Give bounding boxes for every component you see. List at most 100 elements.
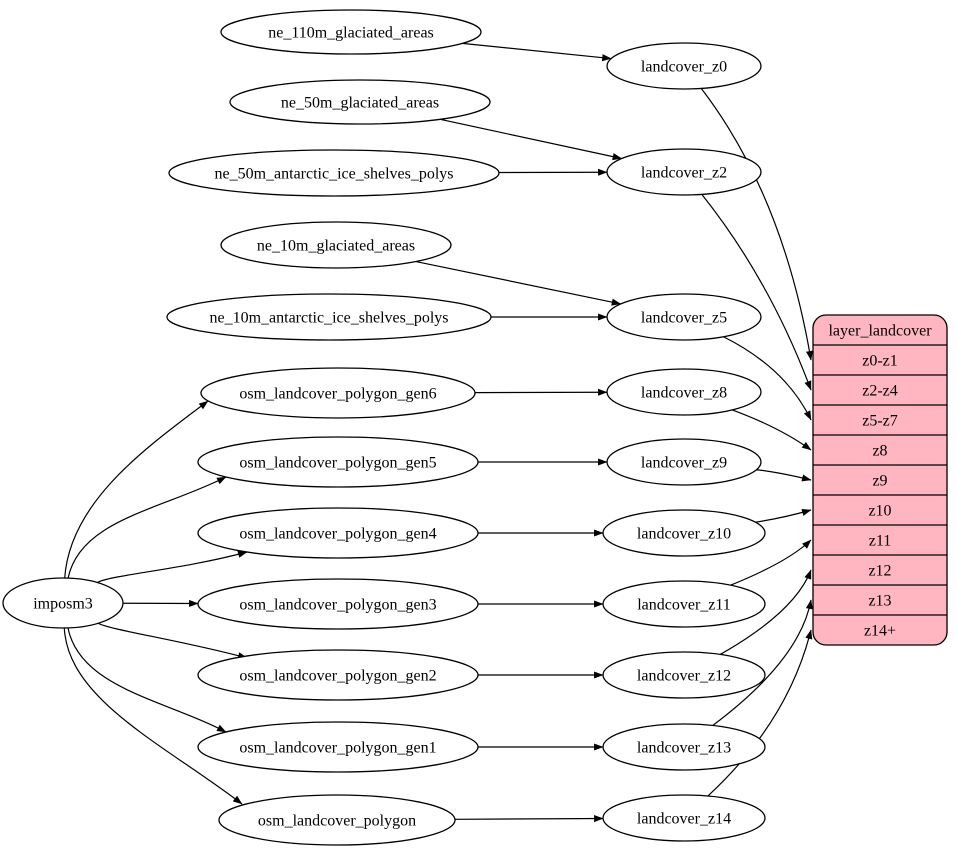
node-label-osm_landcover_polygon_gen4: osm_landcover_polygon_gen4 bbox=[239, 526, 436, 543]
edge-landcover_z2-to-layer_landcover-z2-z4 bbox=[701, 194, 812, 391]
node-shape-landcover_z13 bbox=[602, 723, 766, 771]
edge-landcover_z10-to-layer_landcover-z10 bbox=[755, 509, 812, 523]
node-landcover_z0: landcover_z0 bbox=[606, 42, 762, 90]
node-landcover_z13: landcover_z13 bbox=[602, 723, 766, 771]
node-layer: imposm3 ne_110m_glaciated_areas ne_50m_gla… bbox=[2, 9, 948, 846]
node-label-landcover_z10: landcover_z10 bbox=[637, 526, 731, 543]
record-row-z12: z12 bbox=[868, 563, 891, 580]
node-label-ne_50m_glaciated_areas: ne_50m_glaciated_areas bbox=[281, 95, 439, 112]
edge-ne_110m_glaciated_areas-to-landcover_z0 bbox=[462, 42, 612, 62]
node-shape-landcover_z11 bbox=[602, 580, 766, 628]
record-row-z5-z7: z5-z7 bbox=[862, 413, 898, 430]
record-row-z2-z4: z2-z4 bbox=[862, 383, 898, 400]
record-row-z8: z8 bbox=[872, 443, 887, 460]
node-label-landcover_z0: landcover_z0 bbox=[641, 59, 727, 76]
node-landcover_z14: landcover_z14 bbox=[602, 794, 766, 842]
node-shape-osm_landcover_polygon_gen3 bbox=[197, 578, 479, 630]
edge-ne_50m_glaciated_areas-to-landcover_z2 bbox=[440, 118, 623, 161]
node-ne_10m_antarctic_ice_shelves_polys: ne_10m_antarctic_ice_shelves_polys bbox=[166, 293, 492, 341]
record-row-z0-z1: z0-z1 bbox=[862, 353, 898, 370]
node-ne_110m_glaciated_areas: ne_110m_glaciated_areas bbox=[220, 9, 482, 55]
node-label-landcover_z9: landcover_z9 bbox=[641, 455, 727, 472]
node-label-osm_landcover_polygon_gen5: osm_landcover_polygon_gen5 bbox=[239, 455, 436, 472]
edge-imposm3-to-osm_landcover_polygon_gen1 bbox=[67, 627, 227, 733]
node-label-landcover_z14: landcover_z14 bbox=[637, 811, 731, 828]
node-shape-landcover_z10 bbox=[602, 509, 766, 557]
node-shape-landcover_z5 bbox=[606, 293, 762, 341]
edge-landcover_z5-to-layer_landcover-z5-z7 bbox=[723, 336, 812, 421]
edge-landcover_z11-to-layer_landcover-z11 bbox=[730, 539, 812, 586]
node-label-landcover_z8: landcover_z8 bbox=[641, 385, 727, 402]
node-label-ne_10m_glaciated_areas: ne_10m_glaciated_areas bbox=[257, 238, 415, 255]
node-landcover_z2: landcover_z2 bbox=[606, 148, 762, 196]
node-label-osm_landcover_polygon_gen6: osm_landcover_polygon_gen6 bbox=[239, 386, 436, 403]
node-ne_50m_antarctic_ice_shelves_polys: ne_50m_antarctic_ice_shelves_polys bbox=[168, 149, 500, 197]
node-shape-osm_landcover_polygon_gen2 bbox=[197, 649, 479, 701]
edge-imposm3-to-osm_landcover_polygon bbox=[63, 627, 243, 805]
edge-imposm3-to-osm_landcover_polygon_gen2 bbox=[97, 622, 248, 660]
edge-ne_10m_glaciated_areas-to-landcover_z5 bbox=[415, 260, 622, 306]
node-label-ne_110m_glaciated_areas: ne_110m_glaciated_areas bbox=[268, 25, 434, 42]
node-label-landcover_z12: landcover_z12 bbox=[637, 668, 731, 685]
record-shape bbox=[812, 314, 948, 646]
node-ne_50m_glaciated_areas: ne_50m_glaciated_areas bbox=[229, 79, 491, 125]
node-shape-osm_landcover_polygon_gen6 bbox=[200, 367, 476, 419]
edge-landcover_z8-to-layer_landcover-z8 bbox=[732, 409, 812, 451]
node-landcover_z12: landcover_z12 bbox=[602, 651, 766, 699]
node-shape-landcover_z12 bbox=[602, 651, 766, 699]
node-label-osm_landcover_polygon_gen1: osm_landcover_polygon_gen1 bbox=[239, 740, 436, 757]
record-layer_landcover: layer_landcover z0-z1 z2-z4 z5-z7 z8 z9 z10 z11… bbox=[812, 314, 948, 646]
node-ne_10m_glaciated_areas: ne_10m_glaciated_areas bbox=[220, 221, 452, 269]
node-shape-osm_landcover_polygon bbox=[218, 794, 456, 846]
record-row-z10: z10 bbox=[868, 503, 891, 520]
edge-landcover_z9-to-layer_landcover-z9 bbox=[756, 469, 812, 482]
edge-imposm3-to-osm_landcover_polygon_gen4 bbox=[97, 550, 248, 584]
record-row-z14+: z14+ bbox=[864, 623, 896, 640]
node-landcover_z11: landcover_z11 bbox=[602, 580, 766, 628]
node-label-landcover_z5: landcover_z5 bbox=[641, 310, 727, 327]
edge-imposm3-to-osm_landcover_polygon_gen6 bbox=[64, 400, 209, 579]
edge-osm_landcover_polygon-to-landcover_z14 bbox=[454, 814, 604, 823]
record-row-z9: z9 bbox=[872, 473, 887, 490]
node-label-osm_landcover_polygon_gen3: osm_landcover_polygon_gen3 bbox=[239, 597, 436, 614]
node-shape-landcover_z9 bbox=[606, 438, 762, 486]
node-osm_landcover_polygon_gen4: osm_landcover_polygon_gen4 bbox=[197, 507, 479, 559]
node-shape-imposm3 bbox=[2, 577, 124, 629]
node-label-landcover_z11: landcover_z11 bbox=[637, 597, 731, 614]
node-landcover_z9: landcover_z9 bbox=[606, 438, 762, 486]
node-shape-ne_10m_glaciated_areas bbox=[220, 221, 452, 269]
node-shape-osm_landcover_polygon_gen1 bbox=[197, 721, 479, 773]
node-shape-osm_landcover_polygon_gen4 bbox=[197, 507, 479, 559]
node-imposm3: imposm3 bbox=[2, 577, 124, 629]
node-shape-landcover_z2 bbox=[606, 148, 762, 196]
node-label-imposm3: imposm3 bbox=[33, 596, 93, 613]
node-shape-ne_110m_glaciated_areas bbox=[220, 9, 482, 55]
record-row-z11: z11 bbox=[869, 533, 892, 550]
node-osm_landcover_polygon: osm_landcover_polygon bbox=[218, 794, 456, 846]
edge-landcover_z14-to-layer_landcover-z14+ bbox=[707, 629, 813, 797]
node-osm_landcover_polygon_gen5: osm_landcover_polygon_gen5 bbox=[197, 436, 479, 488]
node-shape-landcover_z14 bbox=[602, 794, 766, 842]
edge-imposm3-to-osm_landcover_polygon_gen5 bbox=[67, 476, 227, 579]
node-label-osm_landcover_polygon: osm_landcover_polygon bbox=[258, 813, 416, 830]
record-title: layer_landcover bbox=[828, 323, 932, 340]
node-label-landcover_z13: landcover_z13 bbox=[637, 740, 731, 757]
node-osm_landcover_polygon_gen3: osm_landcover_polygon_gen3 bbox=[197, 578, 479, 630]
node-osm_landcover_polygon_gen6: osm_landcover_polygon_gen6 bbox=[200, 367, 476, 419]
node-landcover_z10: landcover_z10 bbox=[602, 509, 766, 557]
edge-layer bbox=[63, 42, 814, 823]
edge-landcover_z13-to-layer_landcover-z13 bbox=[712, 599, 813, 726]
node-shape-landcover_z0 bbox=[606, 42, 762, 90]
node-landcover_z8: landcover_z8 bbox=[606, 368, 762, 416]
node-osm_landcover_polygon_gen2: osm_landcover_polygon_gen2 bbox=[197, 649, 479, 701]
node-shape-landcover_z8 bbox=[606, 368, 762, 416]
record-row-z13: z13 bbox=[868, 593, 891, 610]
edge-landcover_z0-to-layer_landcover-z0-z1 bbox=[700, 88, 814, 361]
node-landcover_z5: landcover_z5 bbox=[606, 293, 762, 341]
node-label-landcover_z2: landcover_z2 bbox=[641, 165, 727, 182]
node-label-osm_landcover_polygon_gen2: osm_landcover_polygon_gen2 bbox=[239, 668, 436, 685]
edge-landcover_z12-to-layer_landcover-z12 bbox=[719, 569, 812, 655]
node-shape-ne_50m_antarctic_ice_shelves_polys bbox=[168, 149, 500, 197]
